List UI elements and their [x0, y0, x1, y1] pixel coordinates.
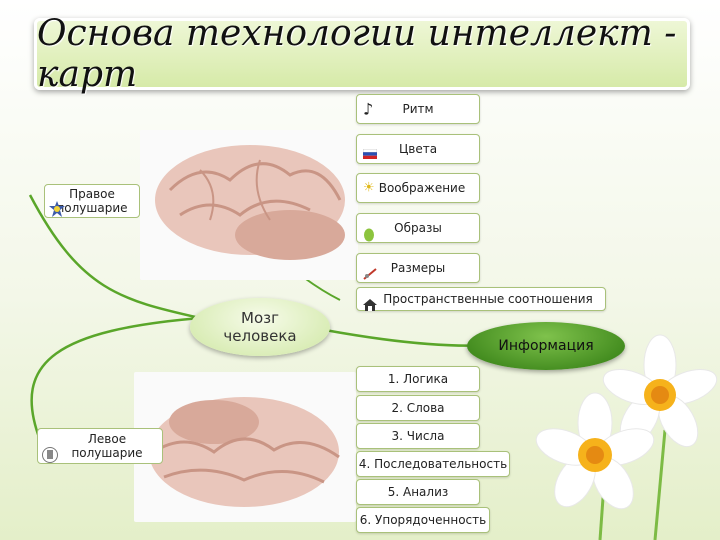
connector-brain-left	[30, 316, 201, 441]
item-sizes-label: Размеры	[390, 261, 446, 275]
item-sequence-label: 4. Последовательность	[358, 457, 508, 471]
page-title: Основа технологии интеллект - карт	[37, 13, 677, 95]
left-brain-image	[134, 372, 356, 522]
left-hemisphere-line1: Левое	[87, 432, 127, 446]
item-numbers[interactable]: 3. Числа	[356, 423, 480, 449]
item-spatial[interactable]: Пространственные соотношения	[356, 287, 606, 311]
music-note-icon: ♪	[363, 99, 374, 119]
item-colors[interactable]: Цвета	[356, 134, 480, 164]
connector-brain-right	[28, 194, 201, 320]
item-colors-label: Цвета	[398, 142, 438, 156]
item-order[interactable]: 6. Упорядоченность	[356, 507, 490, 533]
item-imagination-label: Воображение	[378, 181, 466, 195]
brain-drawing-bottom	[149, 397, 340, 507]
brain-drawing-top	[155, 145, 345, 260]
title-banner: Основа технологии интеллект - карт	[34, 13, 690, 95]
sun-icon: ☀	[363, 180, 375, 196]
item-imagination[interactable]: ☀ Воображение	[356, 173, 480, 203]
item-analysis-label: 5. Анализ	[387, 485, 449, 499]
item-sizes[interactable]: Размеры	[356, 253, 480, 283]
info-node[interactable]: Информация	[467, 322, 625, 370]
item-words-label: 2. Слова	[391, 401, 445, 415]
item-order-label: 6. Упорядоченность	[359, 513, 487, 527]
item-numbers-label: 3. Числа	[391, 429, 445, 443]
info-node-label: Информация	[498, 338, 594, 354]
right-brain-image	[140, 130, 358, 280]
brain-node-line2: человека	[223, 327, 297, 345]
item-rhythm[interactable]: ♪ Ритм	[356, 94, 480, 124]
right-hemisphere-line2: полушарие	[56, 201, 128, 215]
brain-node-line1: Мозг	[241, 309, 279, 327]
item-logic-label: 1. Логика	[387, 372, 449, 386]
item-logic[interactable]: 1. Логика	[356, 366, 480, 392]
right-hemisphere-line1: Правое	[69, 187, 115, 201]
item-words[interactable]: 2. Слова	[356, 395, 480, 421]
item-images[interactable]: Образы	[356, 213, 480, 243]
left-hemisphere-line2: полушарие	[71, 446, 143, 460]
item-spatial-label: Пространственные соотношения	[383, 292, 593, 306]
item-rhythm-label: Ритм	[402, 102, 434, 116]
item-analysis[interactable]: 5. Анализ	[356, 479, 480, 505]
item-sequence[interactable]: 4. Последовательность	[356, 451, 510, 477]
item-images-label: Образы	[394, 221, 442, 235]
connector-brain-info	[324, 328, 491, 347]
